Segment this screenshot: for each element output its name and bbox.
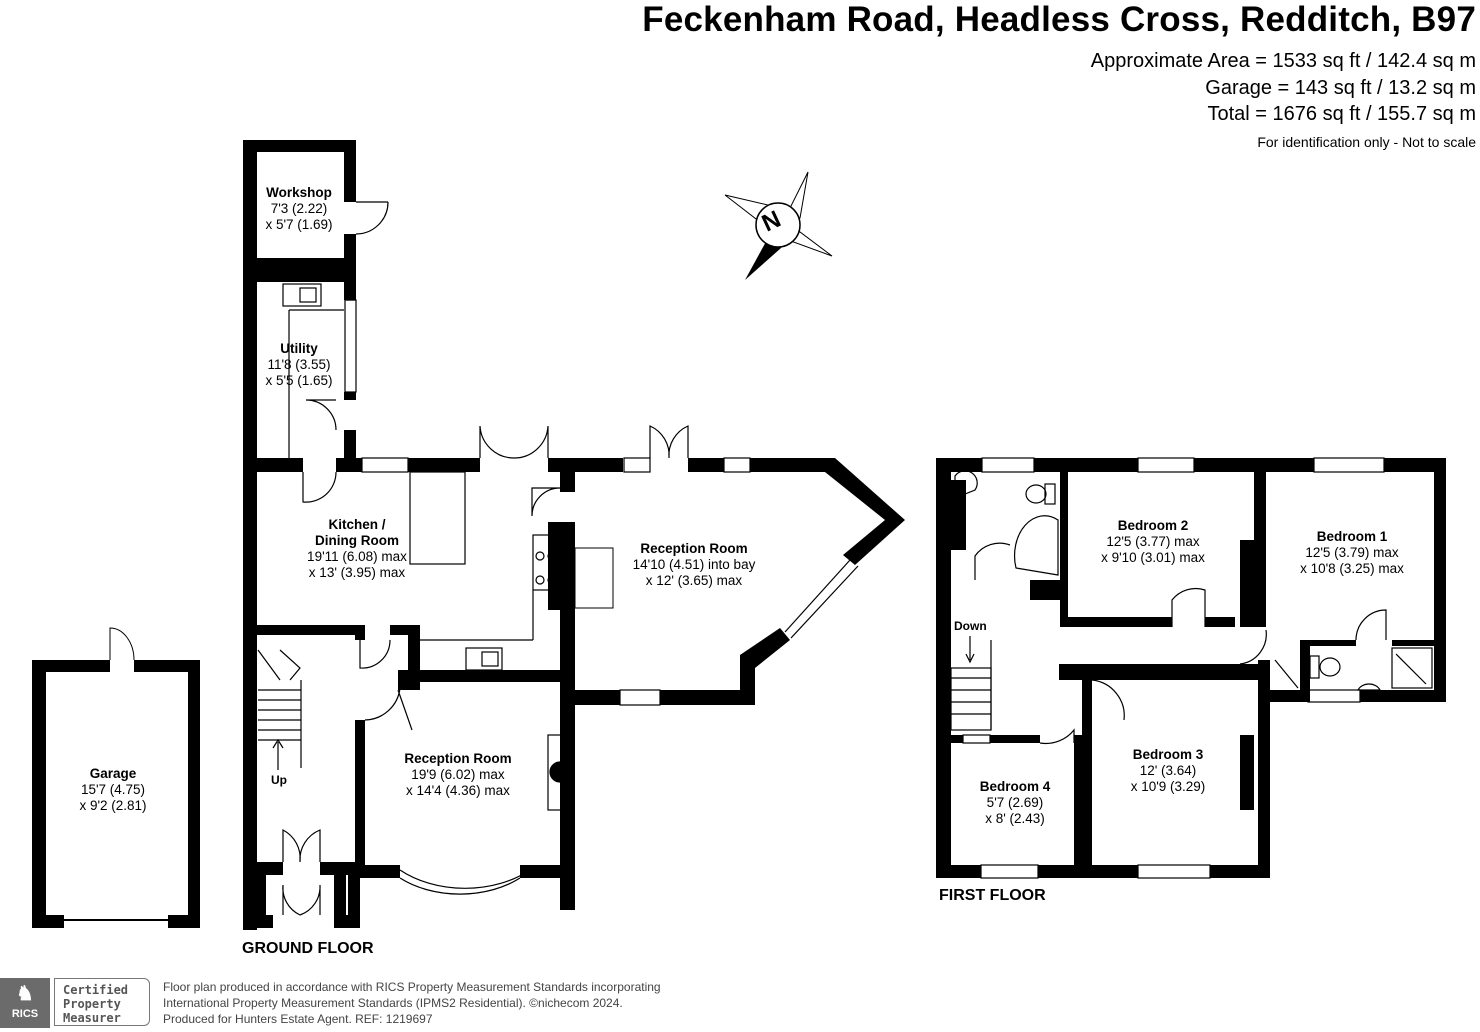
- footer-line: International Property Measurement Stand…: [163, 996, 623, 1010]
- room-bedroom-4: Bedroom 4 5'7 (2.69) x 8' (2.43): [980, 779, 1051, 827]
- disclaimer: For identification only - Not to scale: [1257, 134, 1476, 150]
- lion-icon: ♞: [16, 983, 34, 1005]
- room-name: Garage: [89, 766, 137, 781]
- room-dim: x 5'7 (1.69): [265, 217, 333, 232]
- room-dim: x 13' (3.95) max: [308, 565, 406, 580]
- room-name: Bedroom 1: [1316, 529, 1388, 544]
- room-dim: 12'5 (3.77) max: [1106, 534, 1200, 549]
- rics-logo-text: RICS: [11, 1008, 39, 1020]
- property-title: Feckenham Road, Headless Cross, Redditch…: [642, 0, 1476, 39]
- room-dim: 19'11 (6.08) max: [307, 549, 407, 564]
- ground-floor-walls: [243, 140, 905, 930]
- room-dim: 12' (3.64): [1139, 763, 1197, 778]
- room-name: Workshop: [266, 185, 332, 200]
- room-dim: 15'7 (4.75): [80, 782, 146, 797]
- room-dim: x 8' (2.43): [985, 811, 1045, 826]
- room-garage: Garage 15'7 (4.75) x 9'2 (2.81): [79, 766, 146, 814]
- room-name: Bedroom 2: [1117, 518, 1189, 533]
- room-bedroom-2: Bedroom 2 12'5 (3.77) max x 9'10 (3.01) …: [1101, 518, 1205, 566]
- badge-line: Property: [63, 997, 121, 1011]
- first-floor-label: FIRST FLOOR: [939, 887, 1046, 904]
- room-dim: x 10'9 (3.29): [1130, 779, 1206, 794]
- approximate-area: Approximate Area = 1533 sq ft / 142.4 sq…: [1090, 50, 1476, 72]
- first-floor-walls: [936, 458, 1446, 878]
- certified-measurer-label: Certified Property Measurer: [54, 978, 150, 1026]
- total-area: Total = 1676 sq ft / 155.7 sq m: [1207, 103, 1477, 125]
- rics-logo: ♞ RICS: [0, 978, 50, 1028]
- room-bedroom-1: Bedroom 1 12'5 (3.79) max x 10'8 (3.25) …: [1300, 529, 1404, 577]
- garage-area: Garage = 143 sq ft / 13.2 sq m: [1205, 77, 1476, 99]
- room-dim: 5'7 (2.69): [986, 795, 1044, 810]
- room-name: Dining Room: [314, 533, 399, 548]
- room-dim: 12'5 (3.79) max: [1305, 545, 1399, 560]
- room-name: Bedroom 4: [979, 779, 1051, 794]
- room-name: Reception Room: [404, 751, 512, 766]
- garage-walls: [32, 627, 200, 928]
- room-reception-front: Reception Room 19'9 (6.02) max x 14'4 (4…: [404, 751, 511, 799]
- compass: [724, 171, 833, 280]
- room-kitchen-dining: Kitchen / Dining Room 19'11 (6.08) max x…: [307, 517, 407, 581]
- room-dim: 11'8 (3.55): [267, 357, 331, 372]
- room-utility: Utility 11'8 (3.55) x 5'5 (1.65): [265, 341, 332, 389]
- stairs-up-label: Up: [271, 773, 287, 787]
- room-bedroom-3: Bedroom 3 12' (3.64) x 10'9 (3.29): [1131, 747, 1206, 795]
- room-name: Utility: [280, 341, 318, 356]
- room-name: Bedroom 3: [1132, 747, 1204, 762]
- ground-floor-label: GROUND FLOOR: [242, 940, 374, 957]
- room-dim: 19'9 (6.02) max: [411, 767, 505, 782]
- room-dim: x 9'10 (3.01) max: [1101, 550, 1205, 565]
- room-dim: x 9'2 (2.81): [79, 798, 147, 813]
- rics-badge: ♞ RICS Certified Property Measurer: [0, 978, 152, 1028]
- room-dim: 14'10 (4.51) into bay: [632, 557, 756, 572]
- room-dim: x 12' (3.65) max: [645, 573, 743, 588]
- badge-line: Measurer: [63, 1011, 121, 1025]
- footer-line: Floor plan produced in accordance with R…: [163, 980, 661, 994]
- room-dim: x 10'8 (3.25) max: [1300, 561, 1404, 576]
- room-reception-rear: Reception Room 14'10 (4.51) into bay x 1…: [633, 541, 756, 589]
- stairs-down-label: Down: [954, 619, 987, 633]
- footer-notes: Floor plan produced in accordance with R…: [163, 979, 661, 1027]
- first-floor-fixtures: [950, 457, 1433, 879]
- room-name: Kitchen /: [328, 517, 386, 532]
- badge-line: Certified: [63, 983, 129, 997]
- room-name: Reception Room: [640, 541, 748, 556]
- ground-floor-fixtures: [257, 201, 859, 916]
- room-dim: 7'3 (2.22): [270, 201, 328, 216]
- footer-line: Produced for Hunters Estate Agent. REF: …: [163, 1012, 433, 1026]
- room-dim: x 14'4 (4.36) max: [406, 783, 510, 798]
- room-workshop: Workshop 7'3 (2.22) x 5'7 (1.69): [265, 185, 332, 233]
- room-dim: x 5'5 (1.65): [265, 373, 333, 388]
